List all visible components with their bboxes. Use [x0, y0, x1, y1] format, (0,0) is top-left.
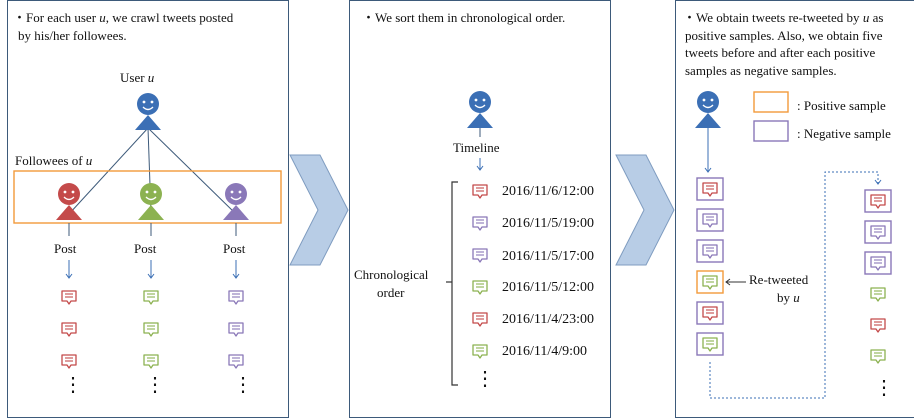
right-sample-box-1 — [864, 189, 892, 213]
retweet-arrow-head — [725, 278, 731, 286]
timeline-tweet-icon-4 — [472, 280, 488, 295]
left-sample-box-6 — [696, 332, 724, 356]
tweet-icon-col1-3 — [61, 354, 77, 369]
right-sample-tweet-4 — [870, 287, 886, 302]
chronological-bracket — [451, 181, 458, 386]
chronological-label-2: order — [377, 285, 405, 300]
timeline-date-3: 2016/11/5/17:00 — [502, 249, 595, 264]
right-sample-tweet-5 — [870, 318, 886, 333]
left-sample-tweet-2 — [702, 213, 718, 228]
panel3-description-line3: tweets before and after each positive — [685, 45, 876, 60]
panel2-description: ・We sort them in chronological order. — [362, 10, 566, 25]
tweet-icon-col2-3 — [143, 354, 159, 369]
post-label-2: Post — [134, 241, 157, 256]
legend-negative-box — [753, 120, 789, 142]
left-sample-box-3 — [696, 239, 724, 263]
panel1-description-line1: ・For each user u, we crawl tweets posted — [13, 10, 234, 25]
right-sample-box-3 — [864, 251, 892, 275]
panel3-description-line1: ・We obtain tweets re-tweeted by u as — [683, 10, 884, 25]
tweet-icon-col1-2 — [61, 322, 77, 337]
timeline-arrow — [476, 158, 484, 171]
left-sample-tweet-4 — [702, 275, 718, 290]
user-person-icon — [135, 93, 161, 130]
right-sample-tweet-6 — [870, 349, 886, 364]
ellipsis-col3: ⋮ — [233, 374, 253, 396]
followees-label: Followees of u — [15, 153, 93, 168]
user-label: User u — [120, 70, 155, 85]
followee-person-icon-1 — [56, 183, 82, 220]
followees-box — [13, 170, 282, 224]
timeline-label: Timeline — [453, 140, 500, 155]
left-sample-box-5 — [696, 301, 724, 325]
timeline-ellipsis: ⋮ — [475, 368, 495, 390]
legend-negative-label: : Negative sample — [797, 126, 891, 141]
left-sample-tweet-1 — [702, 182, 718, 197]
tweet-icon-col3-3 — [228, 354, 244, 369]
timeline-date-1: 2016/11/6/12:00 — [502, 184, 595, 199]
chronological-label-1: Chronological — [354, 267, 429, 282]
legend-positive-box — [753, 91, 789, 113]
tweet-icon-col3-1 — [228, 290, 244, 305]
retweeted-label-2: by u — [777, 290, 800, 305]
post-label-3: Post — [223, 241, 246, 256]
tweet-icon-col1-1 — [61, 290, 77, 305]
panel1-description-line2: by his/her followees. — [18, 28, 127, 43]
left-sample-box-1 — [696, 177, 724, 201]
post-arrow-3 — [232, 260, 240, 279]
tweet-icon-col3-2 — [228, 322, 244, 337]
panel3-description-line2: positive samples. Also, we obtain five — [685, 28, 883, 43]
timeline-tweet-icon-1 — [472, 184, 488, 199]
samples-user-arrow — [704, 128, 712, 173]
samples-user-icon — [695, 91, 721, 128]
timeline-date-2: 2016/11/5/19:00 — [502, 216, 595, 231]
followee-person-icon-3 — [223, 183, 249, 220]
post-arrow-2 — [147, 260, 155, 279]
retweeted-label-1: Re-tweeted — [749, 272, 809, 287]
left-sample-box-2 — [696, 208, 724, 232]
tweet-icon-col2-2 — [143, 322, 159, 337]
left-sample-tweet-6 — [702, 337, 718, 352]
left-sample-tweet-3 — [702, 244, 718, 259]
followee-person-icon-2 — [138, 183, 164, 220]
legend-positive-label: : Positive sample — [797, 98, 886, 113]
tweet-icon-col2-1 — [143, 290, 159, 305]
post-label-1: Post — [54, 241, 77, 256]
continuation-dotted-line — [709, 171, 879, 399]
timeline-user-icon — [467, 91, 493, 128]
timeline-tweet-icon-5 — [472, 312, 488, 327]
post-arrow-1 — [65, 260, 73, 279]
ellipsis-col2: ⋮ — [145, 374, 165, 396]
samples-ellipsis: ⋮ — [874, 377, 894, 399]
continuation-arrow-head — [874, 179, 882, 185]
timeline-tweet-icon-3 — [472, 248, 488, 263]
chevron-arrow-1 — [289, 154, 349, 266]
timeline-date-6: 2016/11/4/9:00 — [502, 344, 588, 359]
ellipsis-col1: ⋮ — [63, 374, 83, 396]
right-sample-tweet-2 — [870, 225, 886, 240]
panel3-description-line4: samples as negative samples. — [685, 63, 837, 78]
timeline-date-5: 2016/11/4/23:00 — [502, 312, 595, 327]
right-sample-tweet-1 — [870, 194, 886, 209]
right-sample-tweet-3 — [870, 256, 886, 271]
timeline-tweet-icon-2 — [472, 216, 488, 231]
right-sample-box-2 — [864, 220, 892, 244]
chevron-arrow-2 — [615, 154, 675, 266]
left-sample-box-4 — [696, 270, 724, 294]
timeline-tweet-icon-6 — [472, 344, 488, 359]
timeline-date-4: 2016/11/5/12:00 — [502, 280, 595, 295]
left-sample-tweet-5 — [702, 306, 718, 321]
